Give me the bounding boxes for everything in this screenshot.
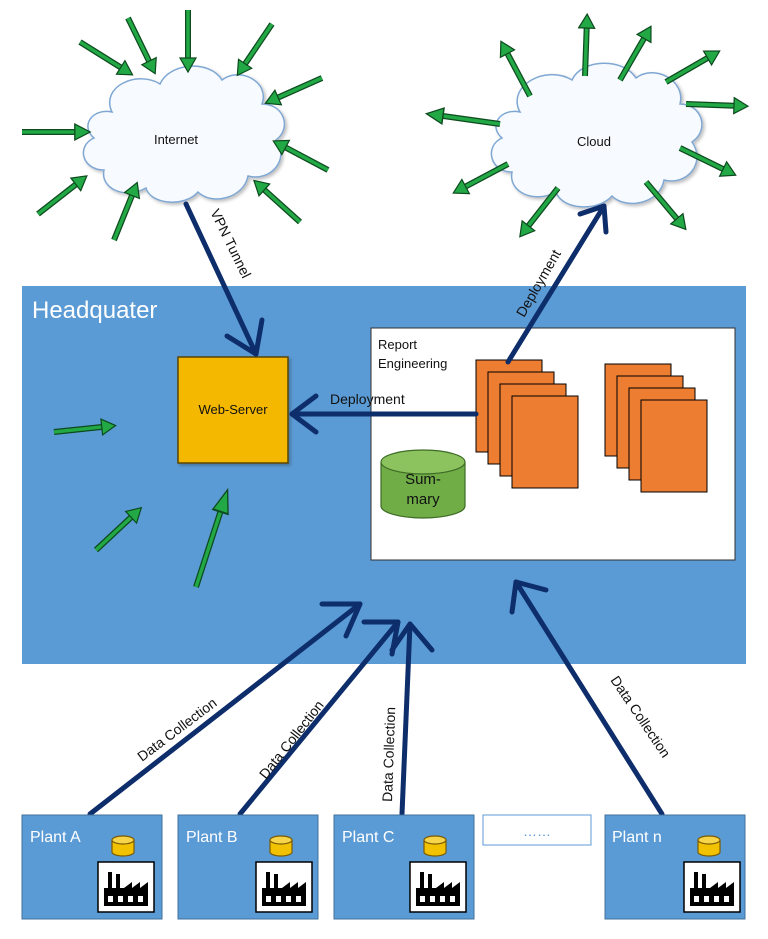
plant-n-label: Plant n bbox=[612, 829, 662, 846]
collect-b-arrow bbox=[237, 619, 401, 817]
more-plants-box bbox=[482, 814, 592, 846]
deploy-web-label: Deployment bbox=[330, 391, 405, 407]
collect-b-label: Data Collection bbox=[256, 697, 327, 782]
report-engineering-label-1: Report bbox=[378, 337, 417, 352]
collect-a-label: Data Collection bbox=[134, 694, 219, 764]
plant-c-label: Plant C bbox=[342, 829, 394, 846]
internet-in-arrow-1 bbox=[22, 124, 90, 140]
collect-c-label: Data Collection bbox=[379, 707, 398, 802]
internet-in-arrow-9 bbox=[33, 170, 92, 221]
plant-c-database-icon bbox=[423, 835, 447, 857]
more-plants-ellipsis: …… bbox=[523, 823, 551, 839]
web-server-label: Web-Server bbox=[198, 402, 268, 417]
collect-n-arrow bbox=[513, 579, 665, 817]
summary-label-2: mary bbox=[406, 491, 440, 508]
internet-in-arrow-6 bbox=[262, 71, 325, 111]
plant-a-label: Plant A bbox=[30, 829, 81, 846]
cloud-out-arrow-10 bbox=[425, 106, 501, 132]
internet-in-arrow-2 bbox=[76, 35, 137, 81]
plant-b-database-icon bbox=[269, 835, 293, 857]
plant-n-factory-icon bbox=[683, 861, 741, 913]
headquarter-title: Headquater bbox=[32, 297, 157, 324]
internet-cloud-icon bbox=[82, 65, 286, 203]
summary-label-1: Sum- bbox=[405, 471, 441, 488]
report-engineering-label-2: Engineering bbox=[378, 356, 447, 371]
internet-in-arrow-8 bbox=[249, 175, 306, 228]
vpn-tunnel-arrowhead bbox=[224, 317, 265, 357]
plant-c-factory-icon bbox=[409, 861, 467, 913]
collect-c-arrowhead bbox=[389, 621, 435, 653]
plant-a-factory-icon bbox=[97, 861, 155, 913]
deploy-cloud-arrow bbox=[505, 203, 607, 365]
deploy-web-arrowhead bbox=[289, 393, 319, 435]
collect-n-arrowhead bbox=[509, 579, 549, 615]
summary-database-icon bbox=[380, 449, 466, 519]
cloud-icon bbox=[490, 62, 703, 208]
plant-c: Plant C bbox=[333, 814, 475, 920]
cloud-label: Cloud bbox=[577, 134, 611, 149]
internet-in-arrow-4 bbox=[180, 10, 196, 72]
plant-b: Plant B bbox=[177, 814, 319, 920]
deploy-cloud-arrowhead bbox=[577, 203, 609, 235]
plant-n: Plant n bbox=[604, 814, 746, 920]
plant-a: Plant A bbox=[21, 814, 163, 920]
collect-c-arrow bbox=[399, 621, 413, 817]
web-server-box bbox=[177, 356, 289, 464]
cloud-out-arrow-7 bbox=[640, 177, 692, 235]
plant-n-database-icon bbox=[697, 835, 721, 857]
collect-a-arrow bbox=[87, 601, 363, 817]
plant-b-label: Plant B bbox=[186, 829, 238, 846]
vpn-tunnel-arrow bbox=[183, 201, 259, 357]
plant-a-database-icon bbox=[111, 835, 135, 857]
cloud-out-arrow-4 bbox=[662, 44, 724, 89]
plant-b-factory-icon bbox=[255, 861, 313, 913]
collect-a-arrowhead bbox=[319, 601, 363, 639]
internet-label: Internet bbox=[154, 132, 198, 147]
internet-in-arrow-5 bbox=[231, 20, 279, 80]
